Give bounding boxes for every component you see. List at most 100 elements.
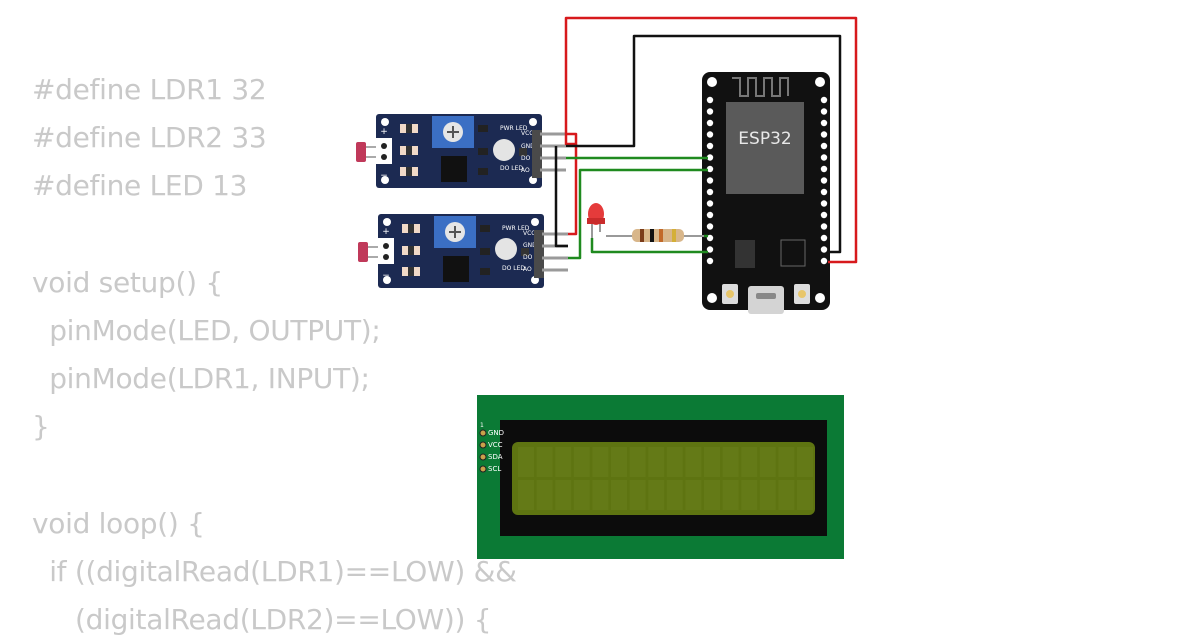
header-pin[interactable] — [820, 165, 828, 173]
header-pin[interactable] — [820, 96, 828, 104]
pin-label-vcc: VCC — [523, 230, 535, 237]
comparator-chip-2 — [443, 256, 469, 282]
lcd-char-cell — [797, 480, 813, 510]
lcd-char-cell — [778, 480, 795, 510]
lcd-char-cell — [629, 480, 646, 510]
usb-port — [748, 286, 784, 314]
lcd-char-cell — [573, 480, 590, 510]
wire-vcc-1 — [564, 16, 858, 264]
lcd-char-cell — [592, 447, 609, 477]
do-led-label: DO LED — [502, 265, 525, 272]
pin-label-ao: AO — [521, 167, 530, 174]
esp32-board[interactable]: ESP32 — [702, 72, 830, 314]
lcd-char-cell — [704, 447, 720, 477]
header-pin[interactable] — [706, 200, 714, 207]
lcd-pin-sda: SDA — [488, 453, 503, 461]
lcd-char-cell — [722, 480, 739, 510]
header-pin[interactable] — [706, 108, 714, 115]
ldr-minus-label: − — [382, 271, 390, 281]
lcd-char-cell — [648, 447, 665, 477]
code-snippet: #define LDR1 32#define LDR2 33#define LE… — [32, 66, 517, 644]
lcd-char-cell — [741, 480, 758, 510]
header-pin[interactable] — [820, 223, 828, 230]
header-pin[interactable] — [706, 223, 714, 230]
lcd-pin-scl: SCL — [488, 465, 501, 473]
ldr-plus-label: + — [380, 127, 388, 137]
pin-label-do: DO — [521, 155, 531, 162]
header-pin[interactable] — [706, 119, 714, 127]
lcd-char-cell — [555, 480, 572, 510]
photoresistor-1 — [356, 142, 366, 162]
lcd-char-cell — [666, 447, 683, 477]
header-pin[interactable] — [706, 142, 714, 150]
lcd-char-cell — [797, 447, 813, 477]
header-pin[interactable] — [706, 257, 714, 265]
antenna-icon — [732, 77, 789, 97]
lcd-pin-vcc: VCC — [488, 441, 503, 449]
lcd-char-cell — [629, 447, 646, 477]
ldr-minus-label: − — [380, 171, 388, 181]
wire-do-2 — [568, 168, 708, 260]
header-pin[interactable] — [820, 119, 828, 127]
lcd-char-cell — [555, 447, 572, 477]
do-led-label: DO LED — [500, 165, 523, 172]
header-pin[interactable] — [706, 234, 714, 242]
lcd-char-cell — [648, 480, 665, 510]
esp32-label: ESP32 — [738, 129, 791, 149]
lcd-char-cell — [759, 447, 776, 477]
header-pin[interactable] — [820, 211, 828, 219]
lcd-char-cell — [778, 447, 795, 477]
lcd-char-cell — [741, 447, 758, 477]
header-pin[interactable] — [820, 154, 828, 161]
pin-label-vcc: VCC — [521, 130, 533, 137]
esp32-module — [726, 102, 804, 194]
red-led[interactable] — [587, 203, 605, 238]
pwr-led-label: PWR LED — [500, 125, 528, 132]
code-line: pinMode(LDR1, INPUT); — [32, 362, 370, 396]
header-pin[interactable] — [706, 154, 714, 161]
wire-gnd-1 — [566, 34, 842, 254]
lcd-char-cell — [611, 480, 627, 510]
pin-label-gnd: GND — [523, 242, 537, 249]
header-pin[interactable] — [820, 234, 828, 242]
header-pin[interactable] — [820, 142, 828, 150]
header-pin[interactable] — [706, 211, 714, 219]
pin-label-ao: AO — [523, 266, 532, 273]
header-pin[interactable] — [706, 165, 714, 173]
code-line: } — [32, 410, 50, 444]
header-pin[interactable] — [820, 188, 828, 196]
header-pin[interactable] — [706, 131, 714, 138]
lcd-display[interactable]: 1 GND VCC SDA SCL — [477, 395, 844, 559]
header-pin[interactable] — [706, 96, 714, 104]
header-pin[interactable] — [820, 200, 828, 207]
header-pin[interactable] — [820, 177, 828, 184]
comparator-chip-1 — [441, 156, 467, 182]
lcd-char-cell — [685, 447, 702, 477]
lcd-char-cell — [536, 447, 553, 477]
pin-label-gnd: GND — [521, 143, 535, 150]
lcd-char-cell — [611, 447, 627, 477]
resistor[interactable] — [606, 229, 704, 242]
header-pin[interactable] — [820, 131, 828, 138]
header-pin[interactable] — [706, 246, 714, 253]
code-line: #define LDR1 32 — [32, 73, 267, 106]
header-pin[interactable] — [706, 177, 714, 184]
code-line: void loop() { — [32, 506, 205, 540]
wire-vcc-2 — [568, 144, 578, 236]
ldr-module-2[interactable]: + − PWR LED DO LED VCC GND DO AO — [358, 214, 568, 288]
header-pin[interactable] — [820, 257, 828, 265]
code-line: #define LDR2 33 — [32, 121, 267, 155]
lcd-pin-number: 1 — [480, 422, 484, 429]
lcd-char-cell — [704, 480, 720, 510]
lcd-char-cell — [573, 447, 590, 477]
header-pin[interactable] — [820, 108, 828, 115]
code-line: pinMode(LED, OUTPUT); — [32, 313, 381, 347]
lcd-char-cell — [518, 447, 534, 477]
pin-label-do: DO — [523, 254, 533, 261]
code-line: if ((digitalRead(LDR1)==LOW) && — [32, 554, 517, 588]
lcd-char-cell — [759, 480, 776, 510]
wires — [554, 16, 858, 264]
header-pin[interactable] — [820, 246, 828, 253]
ldr-module-1[interactable]: + − PWR LED DO LED VCC GND DO AO — [356, 114, 566, 188]
header-pin[interactable] — [706, 188, 714, 196]
